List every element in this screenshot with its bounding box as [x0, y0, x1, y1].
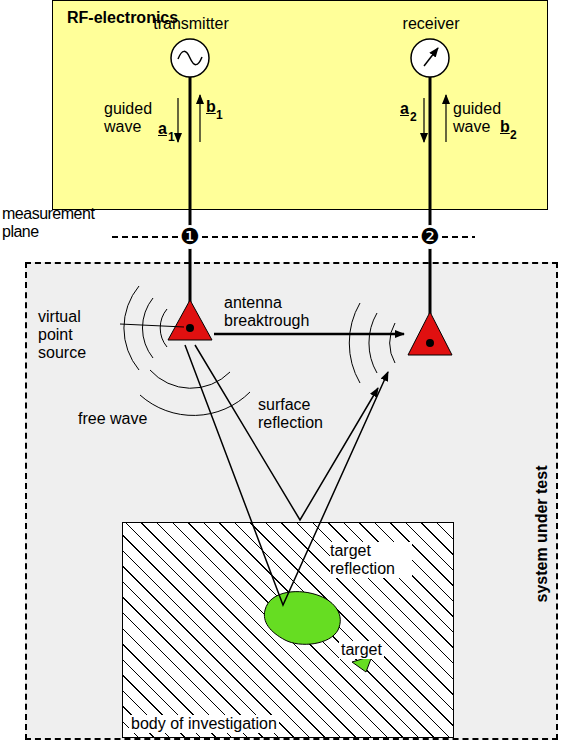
wave-label: free wave [78, 410, 147, 428]
path-label: surface reflection [258, 396, 340, 432]
wave-symbol-index: 1 [216, 106, 223, 124]
wave-symbol: a [158, 120, 167, 138]
wave-symbol: b [500, 118, 510, 136]
wave-index: 1 [168, 128, 175, 146]
node-label: receiver [381, 15, 481, 33]
transmitter-block: transmitter [141, 15, 247, 79]
callout-number: ❷ [420, 226, 440, 248]
node-label: body of investigation [129, 715, 279, 733]
source-label: virtual point source [38, 308, 118, 362]
node-label: target [339, 641, 384, 659]
signal-label: guided wave [104, 100, 156, 136]
receiver-block: receiver [381, 15, 487, 79]
path-label: antenna breaktrough [224, 294, 334, 330]
callout-number: ❶ [180, 226, 200, 248]
node-label: transmitter [141, 15, 241, 33]
wave-index: 2 [510, 126, 517, 144]
callout-ground [178, 225, 202, 249]
wave-symbol: b [206, 98, 216, 116]
plane-label: measurement plane [2, 205, 110, 241]
system-boundary: system under test body of investigation ta… [25, 262, 558, 740]
wave-index: 2 [410, 108, 417, 126]
target: target [265, 593, 390, 663]
signal-label: guided wave [453, 100, 501, 136]
wave-symbol: a [400, 100, 409, 118]
callout-ground [418, 225, 442, 249]
path-label: target reflection [330, 542, 412, 578]
node-label: system under test [533, 434, 551, 634]
